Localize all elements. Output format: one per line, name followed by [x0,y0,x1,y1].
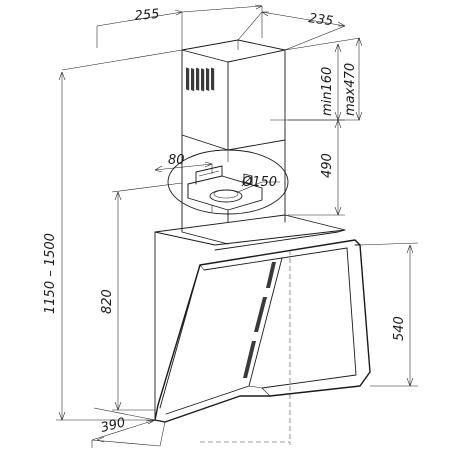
chimney-upper [181,39,286,151]
dim-label-chimney-max: max470 [343,63,358,116]
dim-label-chimney-width: 255 [134,7,160,24]
dim-mount-height [111,182,183,411]
hidden-lines [200,250,291,445]
dim-label-body-height: 540 [392,316,407,341]
dim-label-chimney-min: min160 [320,67,335,116]
dim-label-body-depth: 390 [99,415,127,436]
dim-label-outlet-diameter: Ø150 [241,175,277,190]
dim-chimney-depth [237,11,346,51]
dim-outlet-diameter [237,181,280,193]
outlet-detail-oval [167,149,289,223]
dim-label-mount-height: 820 [100,289,115,314]
dim-label-total-height: 1150 – 1500 [43,233,58,314]
dim-label-outlet-offset: 80 [168,153,185,168]
dim-label-outlet-height: 490 [320,153,335,178]
dim-outlet-height [288,119,345,216]
dim-total-height [56,49,183,421]
dim-body-depth [91,407,166,448]
dim-label-chimney-depth: 235 [307,11,334,29]
dim-body-height [359,242,419,387]
dim-outlet-offset [154,161,213,174]
hood-body [154,214,371,423]
chimney-vents [186,67,215,92]
dim-chimney-width [96,4,263,50]
